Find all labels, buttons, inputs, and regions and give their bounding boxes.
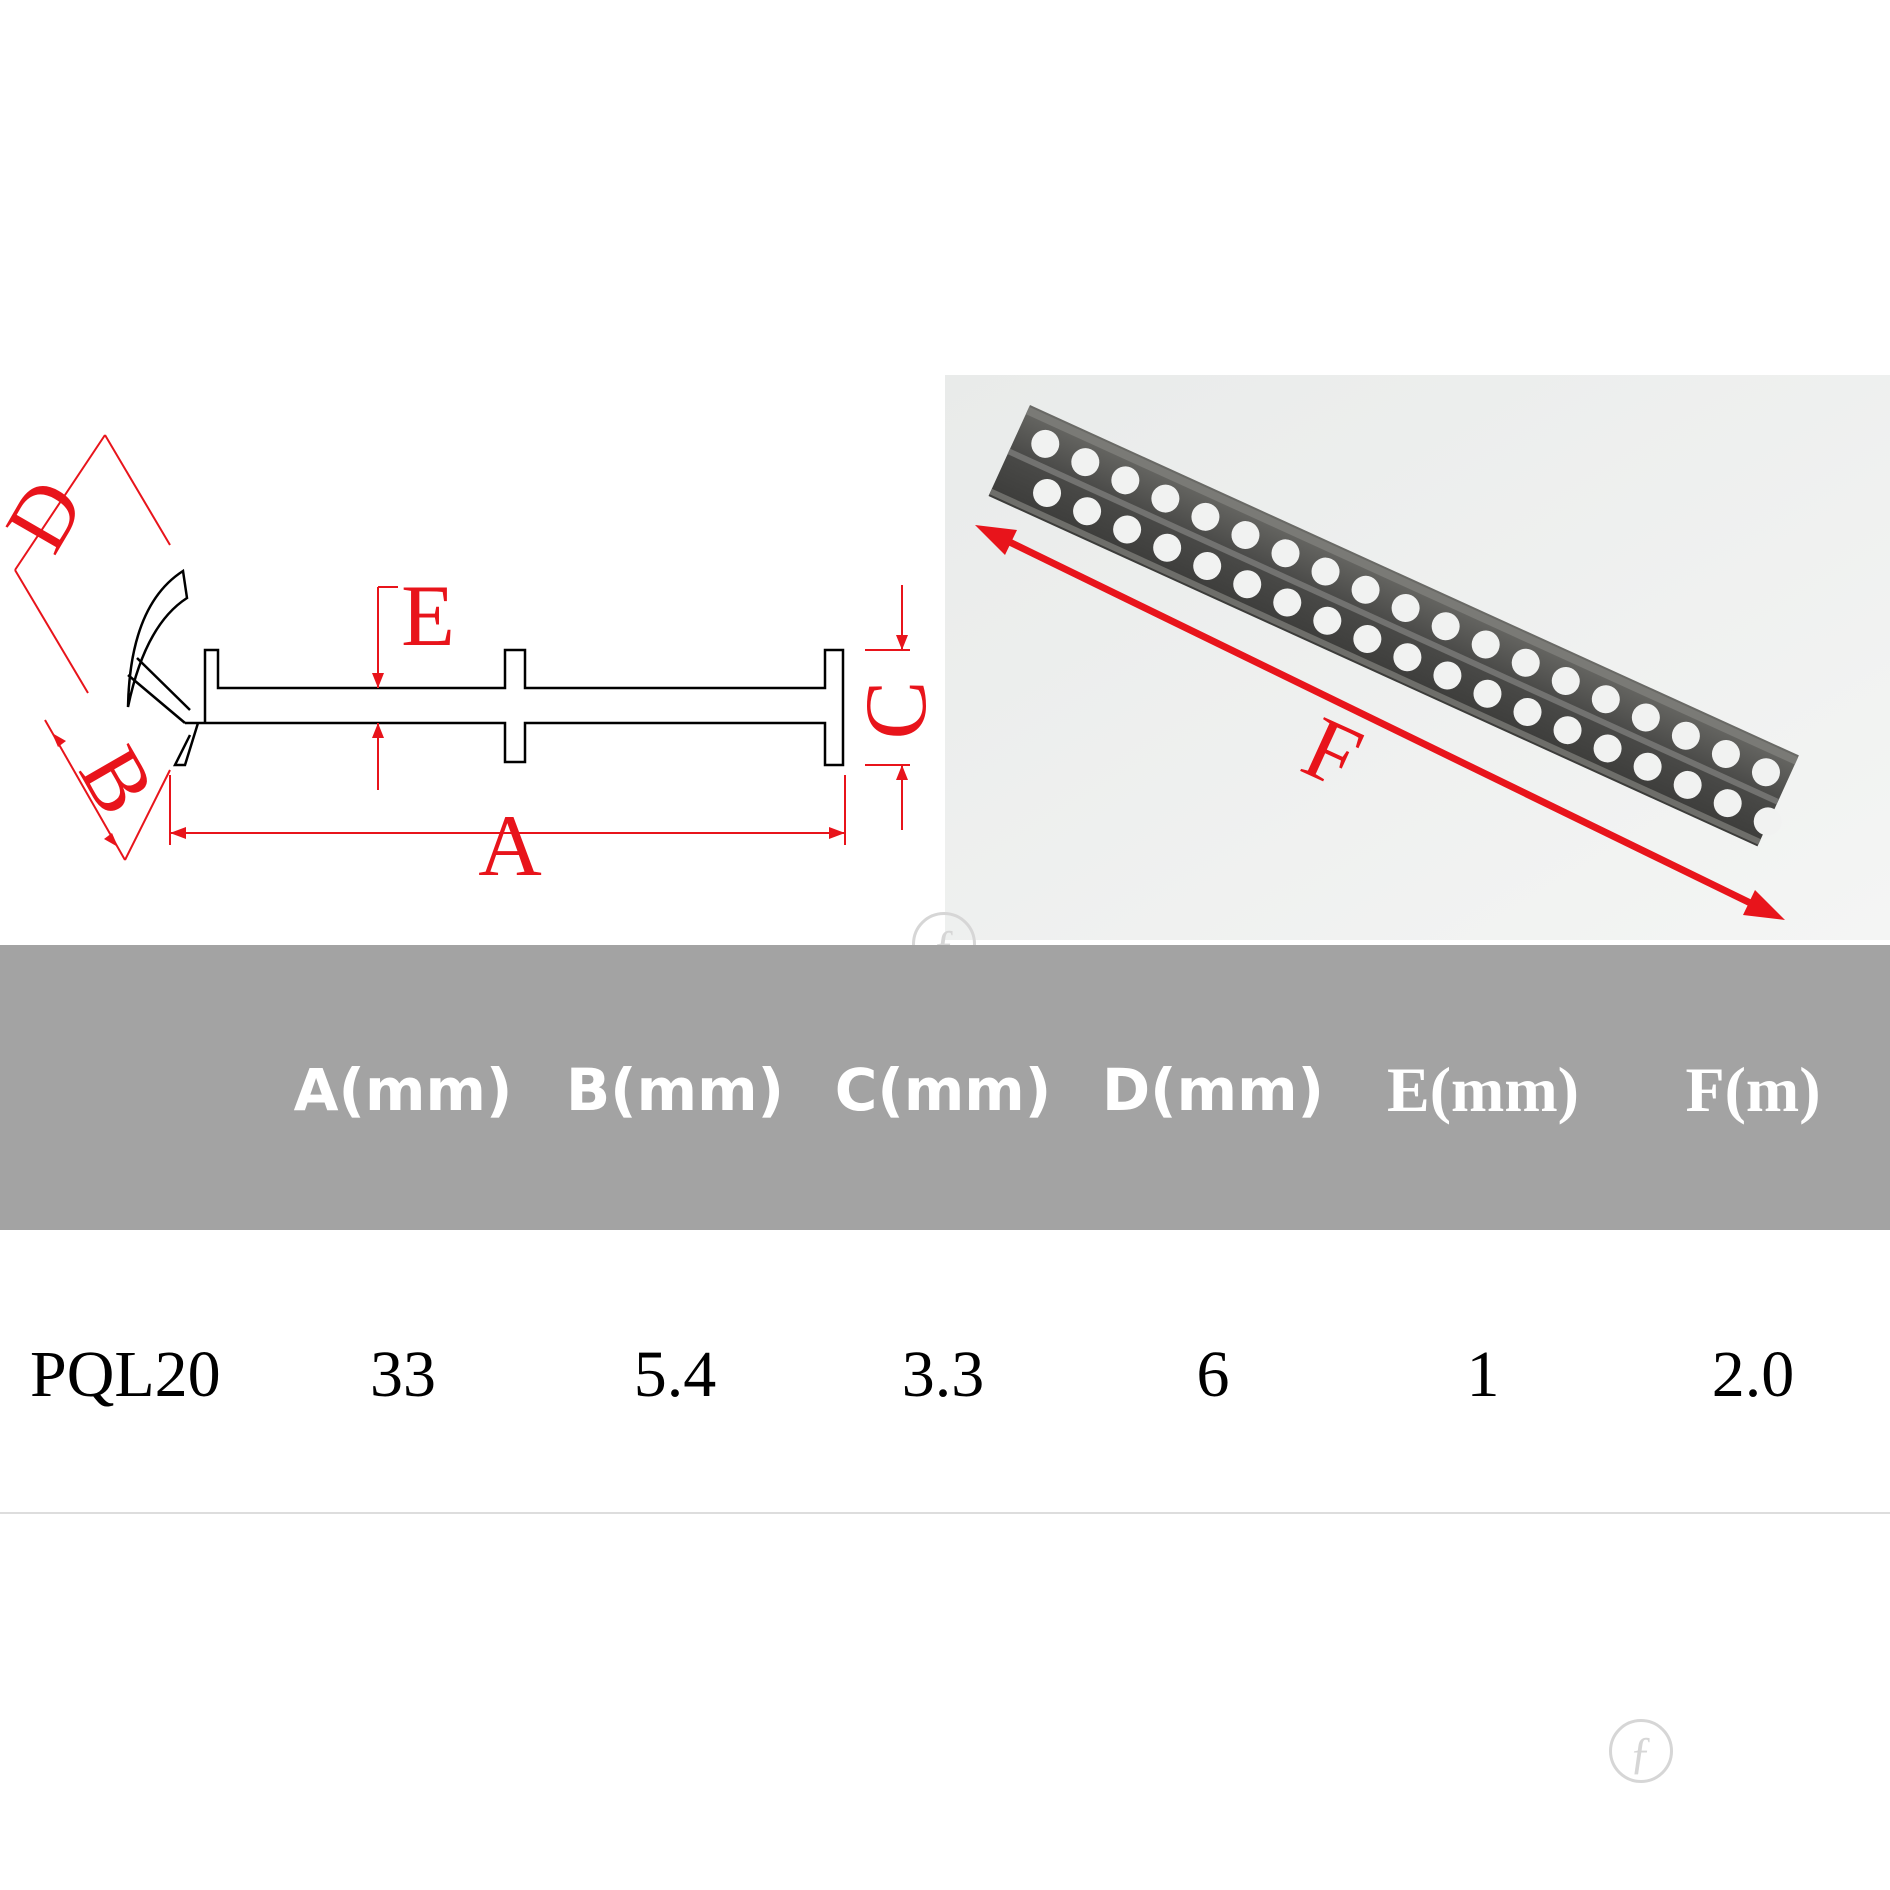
row-value-a: 33 [370,1338,436,1411]
table-header-row [0,945,1890,1230]
perforated-strip [988,405,1799,847]
strip-hole [1151,484,1180,513]
strip-hole [1591,685,1620,714]
table-bottom-border [0,1512,1890,1514]
dimension-d-ext-outer [14,434,106,571]
leg-lower-edge [127,674,186,724]
dimension-b-arrow-top [52,733,66,747]
strip-hole [1631,703,1660,732]
dimension-b-ext [124,769,171,861]
strip-hole [1671,721,1700,750]
strip-hole [1433,661,1462,690]
profile-cross-section-diagram: A E C D B [0,434,945,895]
row-value-b: 5.4 [633,1338,717,1411]
strip-hole [1593,734,1622,763]
strip-hole [1553,716,1582,745]
strip-hole [1071,448,1100,477]
dimension-e-arrow-top [372,673,384,688]
strip-hole [1713,789,1742,818]
dimension-lines [14,434,910,861]
strip-hole [1351,575,1380,604]
header-f: F(m) [1685,1054,1821,1125]
strip-hole [1271,539,1300,568]
strip-hole [1431,612,1460,641]
strip-hole [1073,497,1102,526]
header-d: D(mm) [1101,1056,1325,1124]
bead-outline [126,568,189,708]
strip-hole [1673,770,1702,799]
header-e: E(mm) [1387,1054,1579,1125]
dimension-d-line [14,569,89,694]
row-value-c: 3.3 [901,1338,985,1411]
length-arrow-head-right [1743,890,1785,920]
strip-rib-top [1025,406,1799,765]
strip-hole [1233,570,1262,599]
length-arrow [975,525,1785,920]
dimension-a-arrow-left [170,827,186,839]
dimension-d-ext-top [104,434,171,546]
dimension-e-label: E [401,568,455,665]
strip-hole [1273,588,1302,617]
header-a: A(mm) [293,1056,513,1124]
strip-hole [1111,466,1140,495]
strip-hole [1353,624,1382,653]
strip-hole [1313,606,1342,635]
header-c: C(mm) [834,1056,1052,1124]
length-arrow-shaft [983,526,1777,919]
strip-hole [1153,533,1182,562]
strip-hole [1513,697,1542,726]
strip-hole [1193,551,1222,580]
dimension-c-arrow-top [896,635,908,650]
strip-hole [1551,667,1580,696]
dimension-b-arrow-bottom [104,833,118,847]
dimension-e-arrow-bottom [372,723,384,738]
row-value-d: 6 [1196,1338,1230,1411]
strip-hole [1473,679,1502,708]
row-value-e: 1 [1466,1338,1500,1411]
length-arrow-head-left [975,525,1017,555]
strip-hole [1113,515,1142,544]
strip-hole [1511,648,1540,677]
dimension-a-arrow-right [829,827,845,839]
strip-hole [1393,643,1422,672]
header-b: B(mm) [565,1056,785,1124]
dimension-c-arrow-bottom [896,765,908,780]
dimension-d-label: D [0,464,103,568]
strip-hole [1231,521,1260,550]
strip-hole [1751,758,1780,787]
strip-hole [1391,594,1420,623]
dimension-b-label: B [60,731,173,830]
leg-upper-edge [136,657,191,711]
profile-outline [126,568,845,767]
web-outline [172,648,845,767]
strip-hole [1033,478,1062,507]
strip-hole [1711,740,1740,769]
dimension-c-label: C [848,681,945,740]
strip-hole [1191,502,1220,531]
strip-rib-middle [1007,448,1780,805]
strip-holes [1031,429,1782,836]
strip-hole [1311,557,1340,586]
row-value-f: 2.0 [1711,1338,1795,1411]
strip-hole [1031,429,1060,458]
strip-hole [1471,630,1500,659]
strip-hole [1633,752,1662,781]
row-model: PQL20 [30,1338,221,1411]
product-photo: F [945,375,1890,940]
watermark-logo-icon: ƒ [1609,1719,1673,1783]
strip-rib-bottom [989,488,1761,845]
strip-hole [1753,807,1782,836]
dimension-a-label: A [478,798,542,895]
